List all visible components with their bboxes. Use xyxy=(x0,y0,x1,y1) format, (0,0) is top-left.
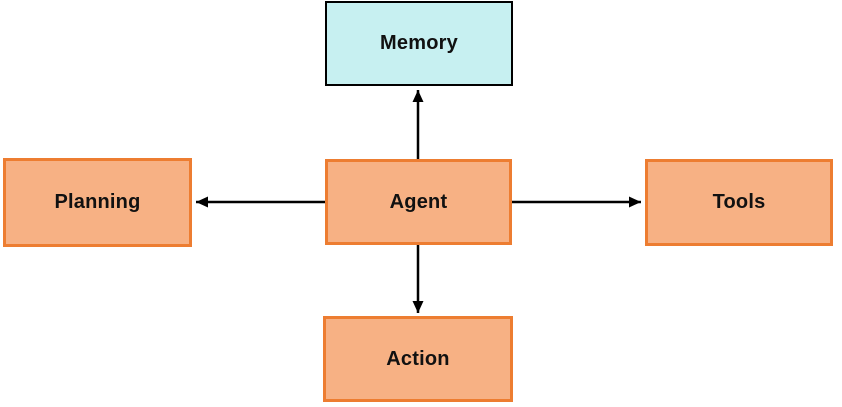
node-agent-label: Agent xyxy=(389,190,448,213)
node-tools-label: Tools xyxy=(712,191,766,213)
node-memory: Memory xyxy=(325,1,513,86)
node-action: Action xyxy=(323,316,513,402)
node-action-label: Action xyxy=(386,347,450,370)
node-tools: Tools xyxy=(645,159,833,246)
node-memory-label: Memory xyxy=(380,32,458,54)
node-agent: Agent xyxy=(325,159,512,245)
node-planning-label: Planning xyxy=(54,191,141,213)
node-planning: Planning xyxy=(3,158,192,247)
